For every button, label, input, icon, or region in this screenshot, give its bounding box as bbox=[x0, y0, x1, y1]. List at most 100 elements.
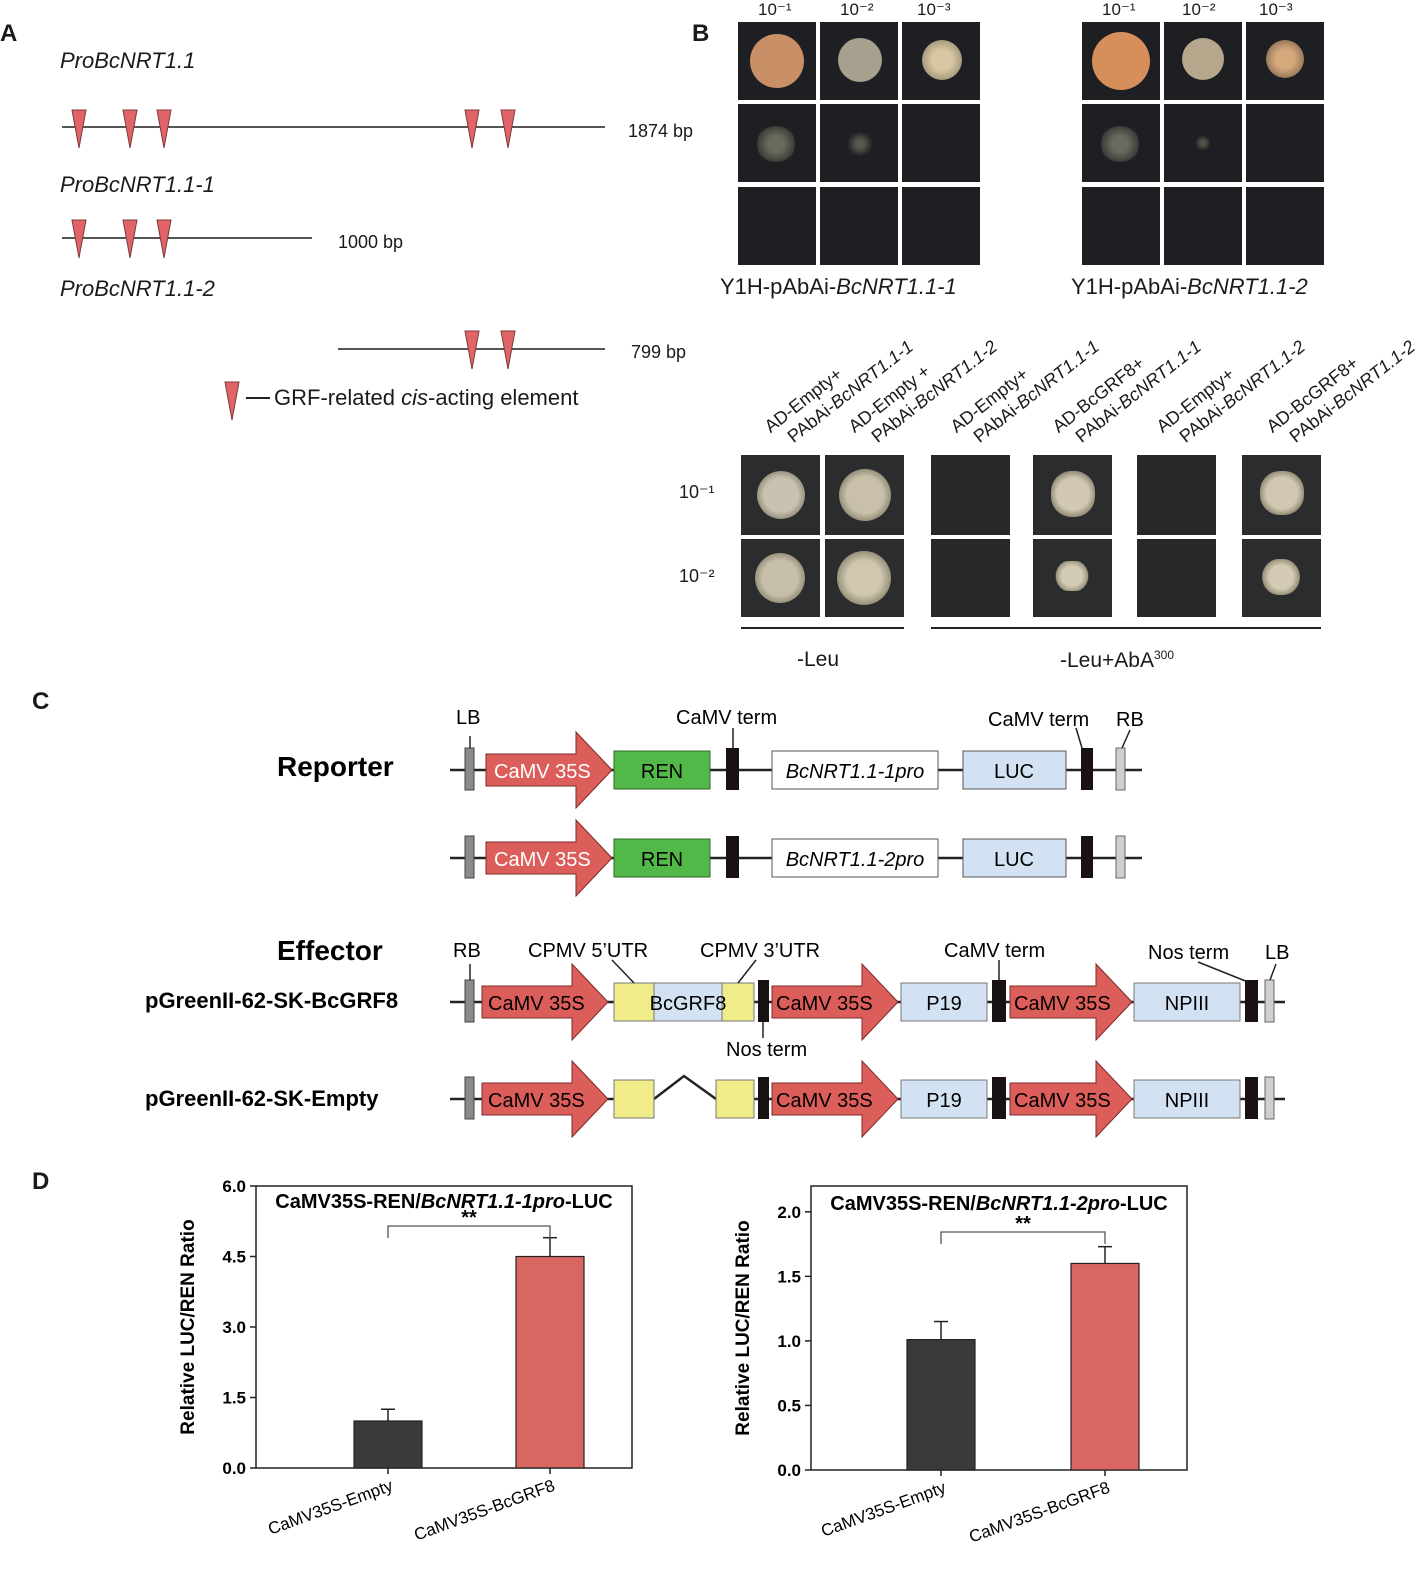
row-dilution-label: 10⁻² bbox=[679, 566, 715, 586]
ren-label: REN bbox=[641, 849, 683, 871]
reporter-title: Reporter bbox=[277, 751, 394, 782]
effector-name-bcgrf8: pGreenII-62-SK-BcGRF8 bbox=[145, 988, 398, 1013]
plate-caption-left: Y1H-pAbAi-BcNRT1.1-1 bbox=[720, 274, 957, 299]
luc-gene-box bbox=[962, 838, 1067, 878]
terminator-block bbox=[1245, 1077, 1258, 1119]
terminator-block bbox=[726, 836, 739, 878]
camv35s-promoter-arrow bbox=[481, 962, 609, 1042]
yeast-spot bbox=[1246, 22, 1324, 100]
y-tick-label: 0.5 bbox=[777, 1396, 801, 1415]
yeast-spot bbox=[825, 539, 904, 617]
cpmv-3utr-box bbox=[715, 1079, 755, 1119]
left-border-marker bbox=[1264, 979, 1275, 1023]
y-tick-label: 6.0 bbox=[222, 1177, 246, 1196]
ren-gene-box bbox=[613, 838, 711, 878]
yeast-spot bbox=[738, 104, 816, 182]
cis-element-marker bbox=[156, 219, 172, 259]
cpmv-5utr-box bbox=[613, 1079, 655, 1119]
npiii-gene-box bbox=[1133, 1079, 1241, 1119]
significance-label: ** bbox=[461, 1207, 477, 1229]
rb-label: RB bbox=[453, 940, 481, 962]
promoter-name-fragment-2: ProBcNRT1.1-2 bbox=[60, 276, 215, 301]
significance-bracket bbox=[940, 1231, 1106, 1244]
camv35s-label: CaMV 35S bbox=[488, 1090, 585, 1112]
yeast-spot bbox=[931, 539, 1010, 617]
effector-construct-bcgrf8: CaMV 35S BcGRF8 CaMV 35S P19 CaMV 35S NP… bbox=[450, 940, 1289, 1061]
chart-title: CaMV35S-REN/BcNRT1.1-2pro-LUC bbox=[830, 1193, 1168, 1215]
significance-label: ** bbox=[1015, 1213, 1031, 1235]
yeast-spot bbox=[1164, 104, 1242, 182]
cis-element-marker bbox=[122, 109, 138, 149]
terminator-block bbox=[758, 980, 769, 1022]
y-tick-label: 0.0 bbox=[777, 1461, 801, 1480]
camv35s-promoter-arrow bbox=[485, 818, 613, 898]
cis-element-marker bbox=[71, 109, 87, 149]
bcgrf8-label: BcGRF8 bbox=[650, 993, 727, 1015]
right-border-marker bbox=[1115, 747, 1126, 791]
cis-element-marker bbox=[156, 109, 172, 149]
yeast-spot bbox=[1242, 455, 1321, 535]
p19-gene-box bbox=[900, 982, 988, 1022]
terminator-block bbox=[758, 1077, 769, 1119]
y-tick-label: 1.5 bbox=[777, 1267, 801, 1286]
camv35s-promoter-arrow bbox=[771, 962, 899, 1042]
terminator-block bbox=[1081, 836, 1093, 878]
row-dilution-label: 10⁻¹ bbox=[679, 482, 715, 502]
yeast-spot bbox=[1082, 187, 1160, 265]
legend-text: GRF-related cis-acting element bbox=[274, 385, 579, 410]
nos-term-label: Nos term bbox=[726, 1039, 807, 1061]
ren-label: REN bbox=[641, 761, 683, 783]
promoter-length-fragment-1: 1000 bp bbox=[338, 232, 404, 252]
dilution-header: 10⁻¹ bbox=[1102, 0, 1136, 19]
left-border-marker bbox=[1264, 1076, 1275, 1120]
yeast-spot bbox=[1033, 539, 1112, 617]
lb-label: LB bbox=[1265, 942, 1289, 964]
camv-term-label: CaMV term bbox=[944, 940, 1045, 962]
camv35s-promoter-arrow bbox=[481, 1059, 609, 1139]
effector-title: Effector bbox=[277, 935, 383, 966]
dilution-header: 10⁻¹ bbox=[758, 0, 792, 19]
y-tick-label: 2.0 bbox=[777, 1203, 801, 1222]
terminator-block bbox=[1245, 980, 1258, 1022]
bar bbox=[515, 1255, 585, 1469]
cis-element-marker bbox=[71, 219, 87, 259]
y-tick-label: 4.5 bbox=[222, 1248, 246, 1267]
y-tick-label: 3.0 bbox=[222, 1318, 246, 1337]
yeast-spot bbox=[1082, 22, 1160, 100]
camv35s-promoter-arrow bbox=[771, 1059, 899, 1139]
empty-linker bbox=[653, 1074, 717, 1101]
luc-gene-box bbox=[962, 750, 1067, 790]
right-border-marker bbox=[464, 979, 475, 1023]
plate-caption-right: Y1H-pAbAi-BcNRT1.1-2 bbox=[1071, 274, 1308, 299]
yeast-spot bbox=[1246, 104, 1324, 182]
promoter-name-full: ProBcNRT1.1 bbox=[60, 48, 196, 73]
lb-label: LB bbox=[456, 707, 480, 729]
y-tick-label: 0.0 bbox=[222, 1459, 246, 1478]
yeast-spot bbox=[902, 187, 980, 265]
significance-bracket bbox=[387, 1225, 551, 1238]
p19-label: P19 bbox=[926, 993, 962, 1015]
yeast-spot bbox=[902, 22, 980, 100]
promoter-length-full: 1874 bp bbox=[628, 121, 694, 141]
yeast-spot bbox=[1033, 455, 1112, 535]
yeast-spot bbox=[1082, 104, 1160, 182]
effector-construct-empty: CaMV 35S CaMV 35S P19 CaMV 35S NPIII bbox=[450, 1059, 1285, 1139]
construct-diagram: Reporter Effector CaMV 35S REN BcNRT1.1-… bbox=[145, 707, 1289, 1139]
condition-label-aba: -Leu+AbA300 bbox=[1060, 648, 1175, 672]
camv35s-label: CaMV 35S bbox=[1014, 1090, 1111, 1112]
target-promoter-label: BcNRT1.1-1pro bbox=[786, 761, 925, 783]
y-axis-label: Relative LUC/REN Ratio bbox=[178, 1219, 199, 1434]
panel-label-a: A bbox=[0, 20, 18, 47]
y-axis-label: Relative LUC/REN Ratio bbox=[733, 1220, 754, 1435]
y-tick-label: 1.5 bbox=[222, 1389, 246, 1408]
yeast-spot bbox=[931, 455, 1010, 535]
camv35s-promoter-arrow bbox=[1009, 1059, 1133, 1139]
dilution-header: 10⁻³ bbox=[1259, 0, 1293, 19]
npiii-label: NPIII bbox=[1165, 993, 1209, 1015]
cpmv-3utr-box bbox=[721, 982, 755, 1022]
panel-label-c: C bbox=[32, 688, 50, 715]
x-tick-label: CaMV35S-BcGRF8 bbox=[966, 1478, 1112, 1547]
yeast-spot bbox=[820, 22, 898, 100]
